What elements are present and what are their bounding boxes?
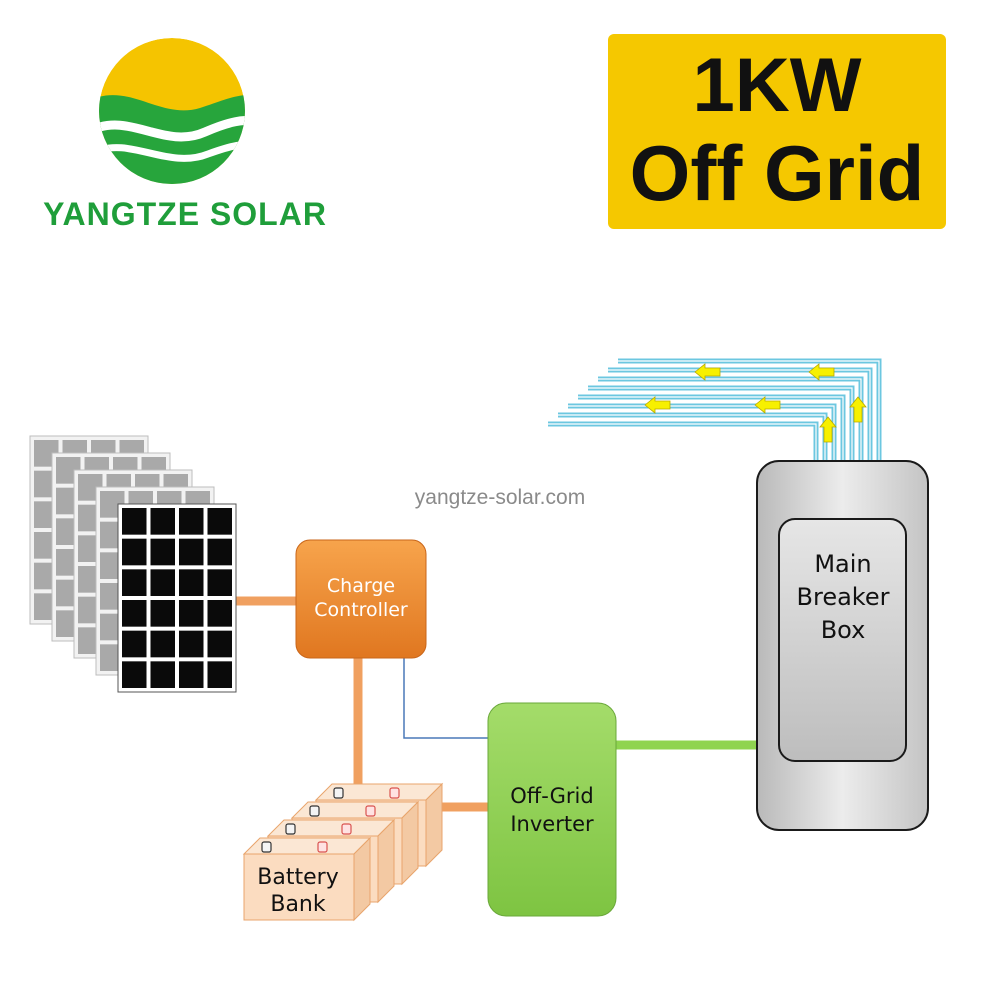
controller-to-inverter-signal — [403, 655, 490, 739]
positive-terminal — [341, 823, 352, 835]
solar-panel-icon — [117, 503, 237, 693]
positive-terminal — [365, 805, 376, 817]
negative-terminal — [261, 841, 272, 853]
title-power: 1KW — [692, 43, 862, 128]
inverter-label: Off-Grid Inverter — [510, 784, 594, 836]
watermark: yangtze-solar.com — [414, 486, 586, 509]
positive-terminal — [317, 841, 328, 853]
battery-cell — [242, 836, 372, 922]
charge-controller — [295, 539, 427, 659]
circuit-line — [548, 421, 819, 462]
up-arrow-icon — [819, 416, 837, 443]
brand-name: YANGTZE SOLAR — [43, 196, 327, 232]
negative-terminal — [285, 823, 296, 835]
up-arrow-icon — [849, 396, 867, 423]
negative-terminal — [309, 805, 320, 817]
title-system-type: Off Grid — [629, 129, 925, 217]
left-arrow-icon — [644, 396, 671, 414]
negative-terminal — [333, 787, 344, 799]
battery-bank-label: Battery Bank — [257, 865, 339, 917]
left-arrow-icon — [808, 363, 835, 381]
charge-controller-label: Charge Controller — [314, 575, 408, 621]
circuit-line — [618, 358, 882, 462]
load-circuits — [548, 358, 882, 462]
positive-terminal — [389, 787, 400, 799]
left-arrow-icon — [694, 363, 721, 381]
left-arrow-icon — [754, 396, 781, 414]
brand-logo — [99, 38, 245, 184]
breaker-panel — [778, 518, 907, 762]
solar-panel-array — [29, 435, 237, 693]
circuit-line — [598, 376, 864, 462]
title-badge: 1KW Off Grid — [608, 34, 946, 229]
breaker-box-label: Main Breaker Box — [796, 550, 890, 644]
off-grid-inverter — [487, 702, 617, 917]
battery-bank — [242, 782, 444, 922]
